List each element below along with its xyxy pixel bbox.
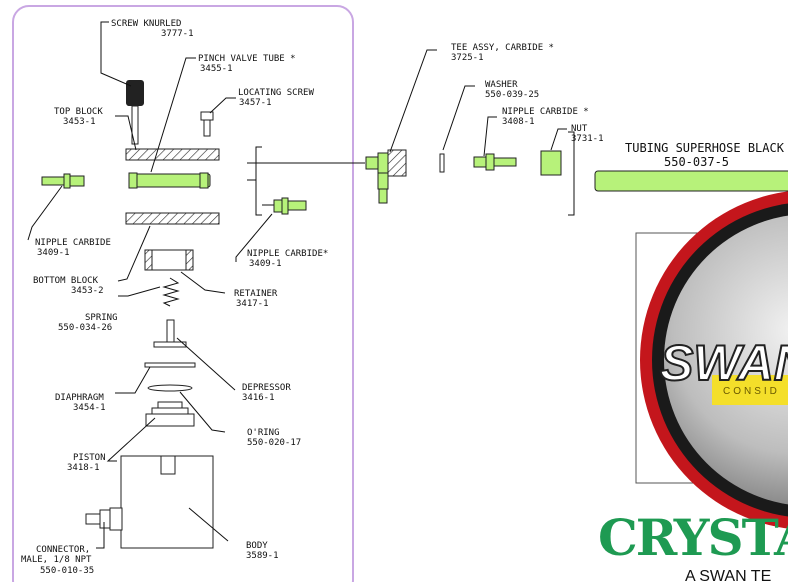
label-nipple-carbide-left: NIPPLE CARBIDE: [35, 238, 111, 248]
label-nipple-carbide-mid-pn: 3409-1: [249, 259, 282, 269]
locating-screw-part: [200, 111, 214, 137]
logo-wordmark: SWAN: [660, 335, 788, 391]
label-locating-screw: LOCATING SCREW: [238, 88, 314, 98]
label-tubing: TUBING SUPERHOSE BLACK: [625, 141, 785, 155]
leader-lines: [27, 21, 567, 549]
label-nipple-carbide-right: NIPPLE CARBIDE *: [502, 107, 589, 117]
label-nipple-carbide-right-pn: 3408-1: [502, 117, 535, 127]
label-depressor: DEPRESSOR: [242, 383, 291, 393]
oring-part: [147, 384, 193, 392]
bottom-block-part: [125, 212, 220, 225]
pinch-valve-tube-part: [128, 172, 211, 189]
bracket-right: [568, 131, 575, 216]
label-top-block: TOP BLOCK: [54, 107, 103, 117]
body-part: [120, 455, 214, 549]
label-bottom-block: BOTTOM BLOCK: [33, 276, 99, 286]
label-screw-knurled: SCREW KNURLED: [111, 19, 181, 29]
label-diaphragm: DIAPHRAGM: [55, 393, 104, 403]
label-bottom-block-pn: 3453-2: [71, 286, 104, 296]
label-locating-screw-pn: 3457-1: [239, 98, 272, 108]
label-diaphragm-pn: 3454-1: [73, 403, 106, 413]
retainer-part: [144, 249, 194, 271]
label-nipple-carbide-mid: NIPPLE CARBIDE*: [247, 249, 328, 259]
spring-part: [162, 277, 180, 307]
nipple-carbide-mid-part: [262, 197, 307, 215]
nut-part: [540, 150, 562, 176]
depressor-part: [153, 319, 187, 348]
screw-knurled-part: [126, 80, 144, 145]
label-piston-pn: 3418-1: [67, 463, 100, 473]
label-nipple-carbide-left-pn: 3409-1: [37, 248, 70, 258]
label-oring-pn: 550-020-17: [247, 438, 301, 448]
bracket-left: [255, 146, 262, 216]
swan-logo: SWAN CONSID: [635, 191, 788, 529]
tubing-part: [594, 170, 788, 192]
label-nut: NUT: [571, 124, 588, 134]
nipple-carbide-right-part: [473, 153, 517, 171]
label-connector-l1: CONNECTOR,: [36, 545, 90, 555]
label-tee-assy-pn: 3725-1: [451, 53, 484, 63]
label-spring: SPRING: [85, 313, 118, 323]
label-pinch-valve-tube-pn: 3455-1: [200, 64, 233, 74]
tee-assy-part: [365, 149, 407, 204]
label-oring: O'RING: [247, 428, 280, 438]
assembly-frame: [12, 5, 354, 582]
logo-tagline: CONSID: [723, 386, 780, 397]
label-piston: PISTON: [73, 453, 106, 463]
label-depressor-pn: 3416-1: [242, 393, 275, 403]
label-retainer-pn: 3417-1: [236, 299, 269, 309]
label-pinch-valve-tube: PINCH VALVE TUBE *: [198, 54, 296, 64]
washer-part: [439, 153, 445, 173]
label-retainer: RETAINER: [234, 289, 278, 299]
label-tee-assy: TEE ASSY, CARBIDE *: [451, 43, 554, 53]
connector-part: [85, 507, 123, 531]
label-tubing-pn: 550-037-5: [664, 155, 729, 169]
nipple-carbide-left-part: [41, 173, 85, 189]
label-connector-pn: 550-010-35: [40, 566, 94, 576]
piston-part: [145, 401, 195, 427]
label-washer-pn: 550-039-25: [485, 90, 539, 100]
label-screw-knurled-pn: 3777-1: [161, 29, 194, 39]
label-connector-l2: MALE, 1/8 NPT: [21, 555, 92, 565]
diaphragm-part: [144, 362, 196, 368]
label-washer: WASHER: [485, 80, 518, 90]
label-body: BODY: [246, 541, 268, 551]
label-top-block-pn: 3453-1: [63, 117, 96, 127]
label-spring-pn: 550-034-26: [58, 323, 112, 333]
label-nut-pn: 3731-1: [571, 134, 604, 144]
top-block-part: [125, 148, 220, 161]
label-body-pn: 3589-1: [246, 551, 279, 561]
brand-tagline: A SWAN TE: [685, 568, 771, 582]
